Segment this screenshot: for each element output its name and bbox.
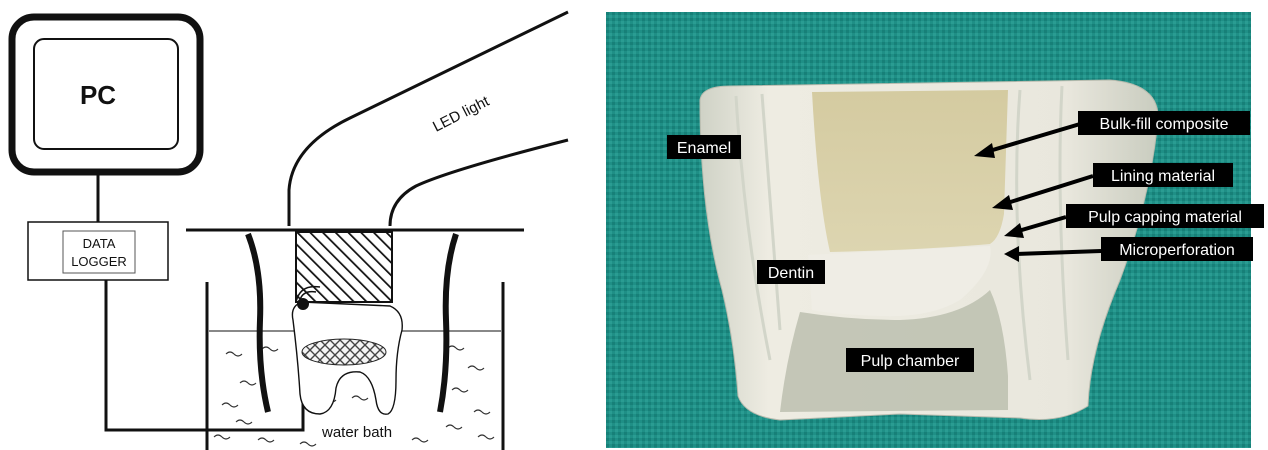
setup-diagram: PC DATA LOGGER LED light <box>12 12 568 450</box>
logger-label-line1: DATA <box>83 236 116 251</box>
thermocouple-wire <box>106 280 303 430</box>
thermocouple-tip <box>297 298 309 310</box>
label-microperforation: Microperforation <box>1101 237 1253 261</box>
svg-text:Microperforation: Microperforation <box>1119 242 1235 259</box>
svg-text:Enamel: Enamel <box>677 140 731 157</box>
label-pulp-chamber: Pulp chamber <box>846 348 974 372</box>
water-bath-label: water bath <box>321 424 392 441</box>
specimen-photo: Enamel Dentin Pulp chamber Bulk-fill com… <box>606 12 1264 448</box>
label-pulp-capping: Pulp capping material <box>1066 204 1264 228</box>
pulp-mesh <box>302 339 386 365</box>
label-dentin: Dentin <box>757 260 825 284</box>
pc-label: PC <box>80 80 116 110</box>
label-lining: Lining material <box>1093 163 1233 187</box>
svg-text:Lining material: Lining material <box>1111 168 1215 185</box>
svg-text:Dentin: Dentin <box>768 265 814 282</box>
svg-text:Bulk-fill composite: Bulk-fill composite <box>1100 116 1229 133</box>
svg-text:Pulp capping material: Pulp capping material <box>1088 209 1242 226</box>
label-bulk-fill: Bulk-fill composite <box>1078 111 1250 135</box>
pc-monitor: PC <box>12 17 200 172</box>
svg-text:Pulp chamber: Pulp chamber <box>861 353 960 370</box>
label-enamel: Enamel <box>667 135 741 159</box>
bulk-fill-region <box>812 90 1008 252</box>
data-logger: DATA LOGGER <box>28 222 168 280</box>
logger-label-line2: LOGGER <box>71 254 127 269</box>
led-light-guide: LED light <box>289 12 568 226</box>
led-light-label: LED light <box>430 92 493 135</box>
tooth-specimen <box>292 232 402 414</box>
